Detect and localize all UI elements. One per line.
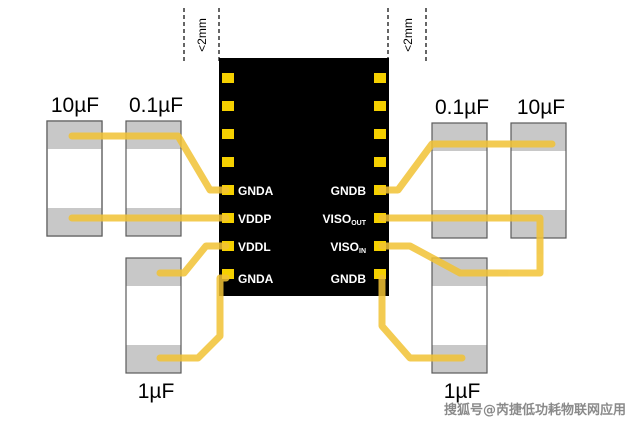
pin-label-vddl: VDDL <box>238 240 271 254</box>
isolator-chip <box>219 58 389 296</box>
clearance-marker-right: <2mm <box>387 8 427 62</box>
pcb-traces <box>68 132 556 362</box>
label-1uf-left: 1µF <box>138 380 175 403</box>
watermark-text: 搜狐号@芮捷低功耗物联网应用 <box>443 403 626 418</box>
pin-label-gnda-top: GNDA <box>238 184 274 198</box>
label-0-1uf-right: 0.1µF <box>435 96 489 119</box>
pin-label-viso-in: VISOIN <box>330 240 366 255</box>
label-10uf-left: 10µF <box>51 94 99 117</box>
clearance-label-left: <2mm <box>195 18 209 52</box>
pin-label-gndb-bottom: GNDB <box>331 272 367 286</box>
label-10uf-right: 10µF <box>517 96 565 119</box>
clearance-label-right: <2mm <box>401 18 415 52</box>
label-0-1uf-left: 0.1µF <box>129 94 183 117</box>
pin-label-viso-out: VISOOUT <box>323 212 367 227</box>
pin-label-vddp: VDDP <box>238 212 271 226</box>
capacitor-10uf-left <box>46 120 103 237</box>
pin-labels-right: GNDB VISOOUT VISOIN GNDB <box>323 184 367 286</box>
pin-label-gndb-top: GNDB <box>331 184 367 198</box>
pin-label-gnda-bottom: GNDA <box>238 272 274 286</box>
clearance-marker-left: <2mm <box>183 8 220 62</box>
capacitor-labels: 10µF 0.1µF 1µF 0.1µF 10µF 1µF <box>51 94 565 403</box>
label-1uf-right: 1µF <box>444 380 481 403</box>
pin-labels-left: GNDA VDDP VDDL GNDA <box>238 184 274 286</box>
